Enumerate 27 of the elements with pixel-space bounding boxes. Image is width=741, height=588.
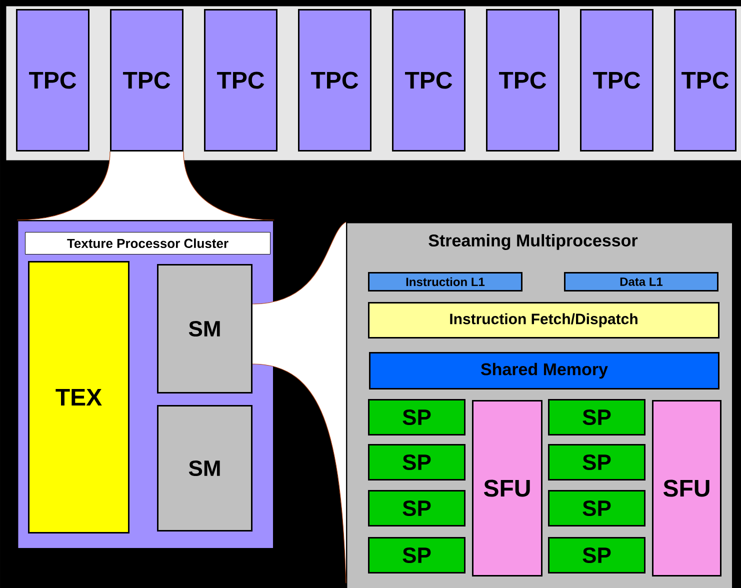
cache-box: Instruction L1	[368, 272, 522, 292]
processor-core-box: SP	[548, 399, 646, 436]
panel-heading: Streaming Multiprocessor	[428, 234, 638, 250]
processor-core-box: SP	[368, 444, 466, 480]
panel-heading: Texture Processor Cluster	[25, 232, 270, 254]
processor-core-box: SP	[368, 399, 466, 436]
special-function-box: SFU	[472, 400, 542, 576]
processor-cluster-box: TPC	[392, 9, 466, 152]
processor-cluster-box: TPC	[16, 9, 90, 152]
multiprocessor-box: SM	[157, 405, 252, 532]
multiprocessor-box: SM	[157, 264, 252, 394]
processor-core-box: SP	[368, 537, 466, 574]
processor-cluster-box: TPC	[580, 9, 654, 152]
shared-memory-box: Shared Memory	[369, 352, 720, 390]
processor-cluster-box: TPC	[674, 9, 736, 152]
cache-box: Data L1	[564, 272, 718, 292]
processor-cluster-box: TPC	[110, 9, 184, 152]
processor-cluster-box: TPC	[204, 9, 278, 152]
processor-core-box: SP	[368, 490, 466, 526]
processor-cluster-box: TPC	[298, 9, 372, 152]
special-function-box: SFU	[652, 400, 722, 576]
processor-core-box: SP	[548, 444, 646, 480]
processor-core-box: SP	[548, 537, 646, 574]
processor-cluster-box: TPC	[486, 9, 560, 152]
processor-core-box: SP	[548, 490, 646, 526]
texture-unit-box: TEX	[28, 261, 130, 534]
dispatch-box: Instruction Fetch/Dispatch	[368, 302, 720, 338]
